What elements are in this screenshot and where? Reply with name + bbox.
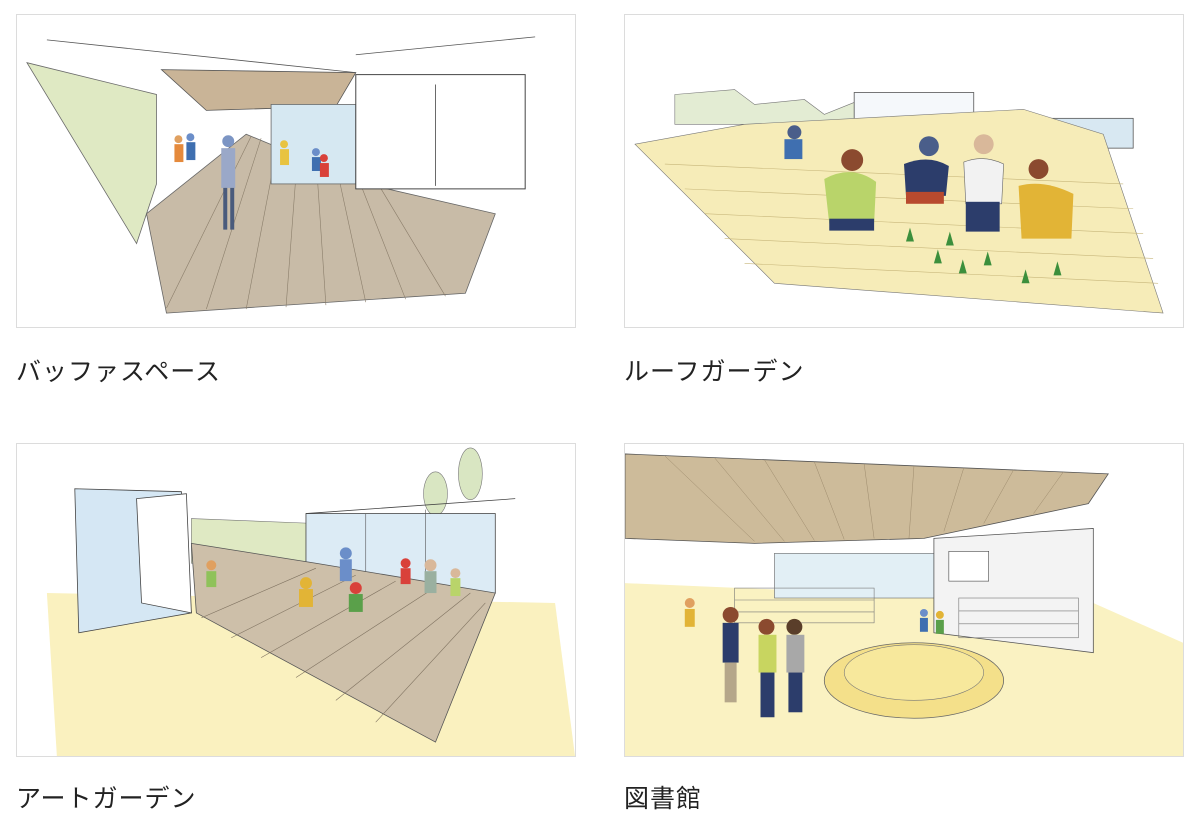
caption-art-garden: アートガーデン	[16, 784, 197, 813]
caption-buffer-space: バッファスペース	[16, 357, 222, 386]
sketch-library	[624, 443, 1184, 757]
sketch-buffer-space	[16, 14, 576, 328]
sketch-art-garden	[16, 443, 576, 757]
caption-library: 図書館	[624, 784, 703, 813]
sketch-roof-garden	[624, 14, 1184, 328]
caption-roof-garden: ルーフガーデン	[624, 357, 805, 386]
